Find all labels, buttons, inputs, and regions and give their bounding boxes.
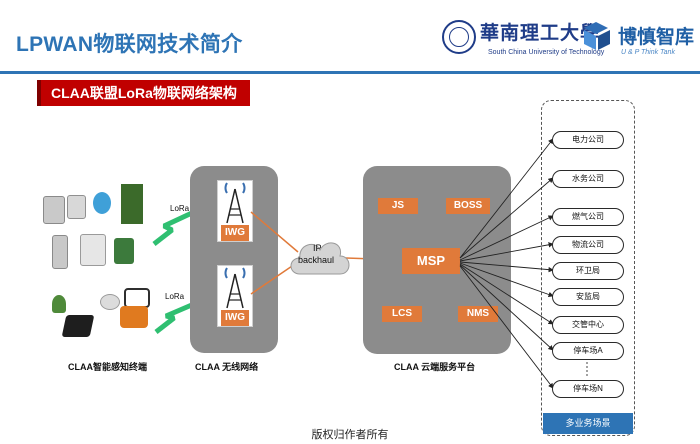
application-scenarios-frame [541, 100, 635, 436]
server-js: JS [378, 198, 418, 214]
gateway-card-1: IWG [217, 180, 253, 242]
app-user-gas: 燃气公司 [552, 208, 624, 226]
smoke-detector-device [52, 235, 68, 269]
lora-label-top: LoRa [170, 204, 190, 213]
solar-pole-device [121, 184, 143, 224]
app-user-parking-n: 停车场N [552, 380, 624, 398]
brand-name-cn: 博慎智库 [618, 27, 695, 48]
cloud-section-label: CLAA 云端服务平台 [394, 362, 476, 372]
app-user-logistics: 物流公司 [552, 236, 624, 254]
electric-meter-device [67, 195, 86, 219]
lora-label-bottom: LoRa [165, 292, 185, 301]
application-scenarios-label: 多业务场景 [543, 413, 633, 434]
smart-lock-device [100, 294, 120, 310]
tanker-truck-device [120, 306, 148, 328]
section-subtitle: CLAA联盟LoRa物联网络架构 [37, 80, 250, 106]
gateway-label-1: IWG [221, 225, 249, 241]
gateway-label-2: IWG [221, 310, 249, 326]
university-seal-logo [442, 20, 476, 54]
university-name-cn: 華南理工大學 [480, 22, 601, 44]
app-user-power: 电力公司 [552, 131, 624, 149]
university-seal-inner [449, 27, 469, 47]
waste-bin-device [114, 238, 134, 264]
server-lcs: LCS [382, 306, 422, 322]
app-user-safety: 安监局 [552, 288, 624, 306]
lora-signal-icon-bottom [154, 301, 195, 334]
brand-logo-icon [584, 22, 610, 50]
gas-meter-device [43, 196, 65, 224]
server-boss: BOSS [446, 198, 490, 214]
app-user-sanitation: 环卫局 [552, 262, 624, 280]
control-box-device [80, 234, 106, 266]
page-title: LPWAN物联网技术简介 [16, 33, 243, 56]
water-meter-device [93, 192, 111, 214]
gateway-card-2: IWG [217, 265, 253, 327]
devices-section-label: CLAA智能感知终端 [68, 362, 147, 372]
server-nms: NMS [458, 306, 498, 322]
network-section-label: CLAA 无线网络 [195, 362, 259, 372]
gateway-tower-icon-2 [224, 267, 246, 309]
plant-sensor-device [52, 295, 66, 313]
app-user-parking-a: 停车场A [552, 342, 624, 360]
cloud-label-line1: IP [313, 243, 322, 253]
cloud-label-line2: backhaul [298, 255, 335, 265]
ip-backhaul-cloud-icon [290, 242, 350, 275]
copyright-note: 版权归作者所有 [311, 429, 389, 441]
brand-name-en: U & P Think Tank [621, 49, 675, 56]
app-user-water: 水务公司 [552, 170, 624, 188]
title-divider [0, 71, 700, 74]
lora-signal-icon-top [152, 209, 196, 246]
server-msp: MSP [402, 248, 460, 274]
university-name-en: South China University of Technology [488, 49, 605, 56]
app-user-traffic: 交管中心 [552, 316, 624, 334]
gateway-tower-icon-1 [224, 182, 246, 224]
